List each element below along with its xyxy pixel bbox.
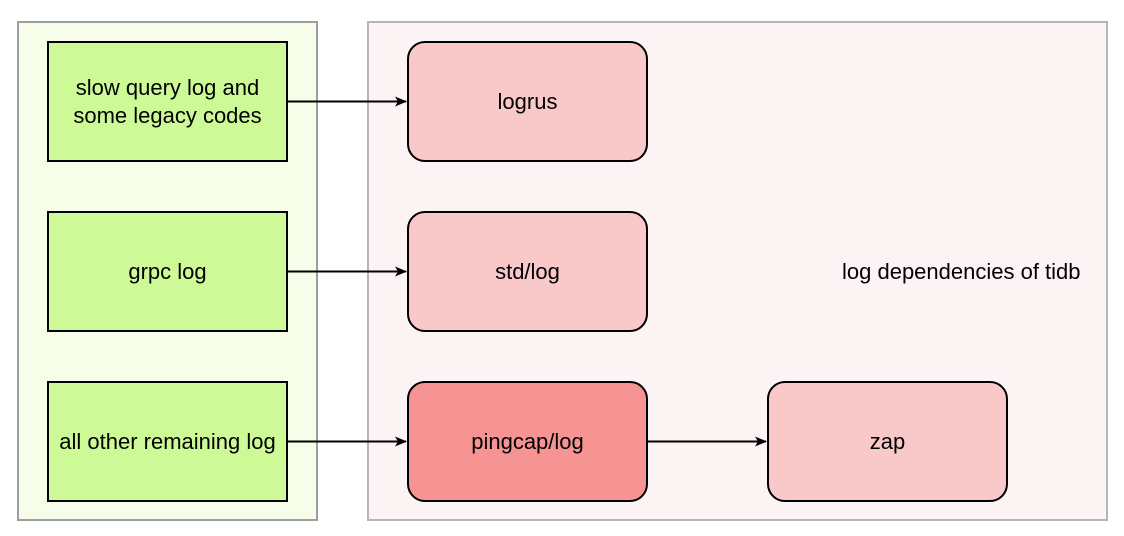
- node-std-log[interactable]: std/log: [407, 211, 648, 332]
- node-zap[interactable]: zap: [767, 381, 1008, 502]
- node-pingcap-log[interactable]: pingcap/log: [407, 381, 648, 502]
- node-all-other-log[interactable]: all other remaining log: [47, 381, 288, 502]
- node-grpc-log[interactable]: grpc log: [47, 211, 288, 332]
- diagram-caption: log dependencies of tidb: [842, 259, 1081, 284]
- node-logrus[interactable]: logrus: [407, 41, 648, 162]
- node-slow-query-log[interactable]: slow query log and some legacy codes: [47, 41, 288, 162]
